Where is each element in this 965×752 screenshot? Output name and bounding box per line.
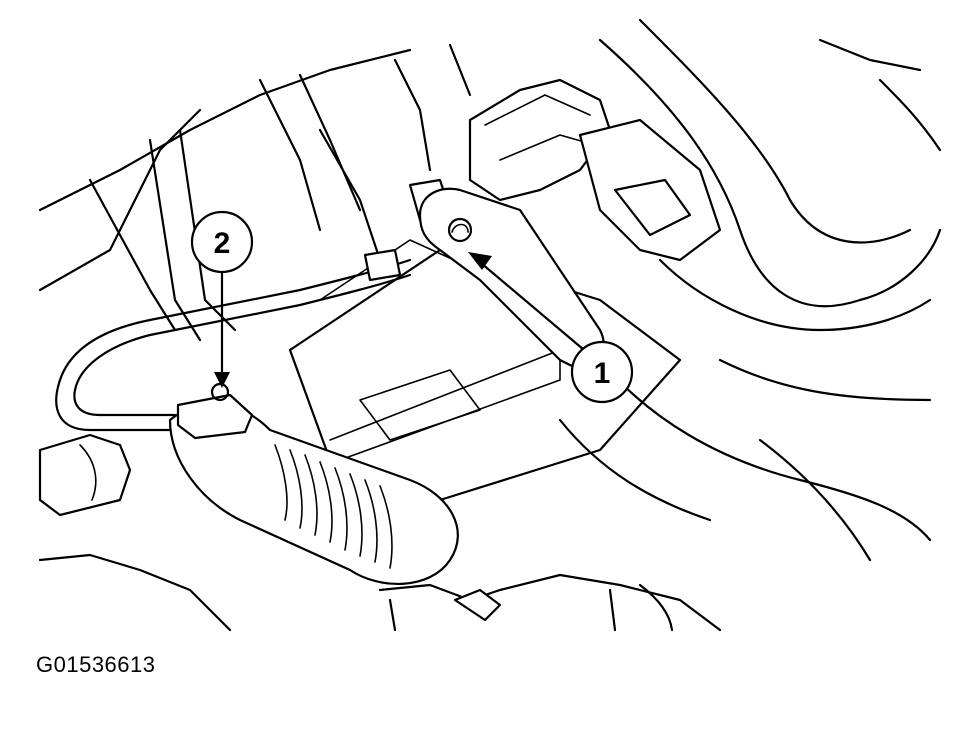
arrow-1-head [468,252,492,270]
callout-1: 1 [468,252,634,404]
callout-2: 2 [190,210,254,388]
background-engine-lines [38,18,942,632]
callout-1-circle [570,340,634,404]
callout-2-label: 2 [214,227,231,260]
arrow-2-head [214,372,230,388]
figure-id-label: G01536613 [36,652,156,677]
callout-2-circle [190,210,254,274]
callout-1-label: 1 [594,357,611,390]
